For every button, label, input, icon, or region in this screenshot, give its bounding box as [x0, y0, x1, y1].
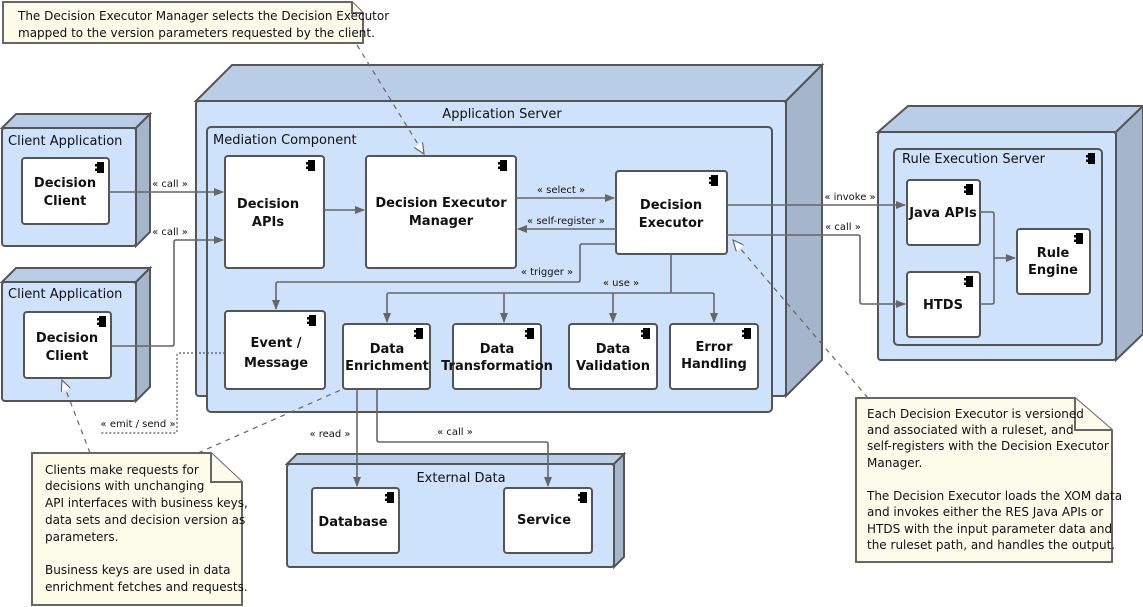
java-apis-label: Java APIs: [908, 206, 977, 221]
rule-execution-server-title: Rule Execution Server: [902, 152, 1046, 167]
note-top: The Decision Executor Manager selects th…: [2, 1, 389, 44]
htds-label: HTDS: [923, 298, 963, 313]
edge-label-use: « use »: [603, 278, 639, 289]
edge-use-error: [671, 292, 718, 323]
client-application-title-2: Client Application: [8, 287, 122, 302]
htds-component[interactable]: HTDS: [906, 271, 981, 338]
note-bottom-left-text: Clients make requests for decisions with…: [45, 463, 252, 594]
edge-label-call-2: « call »: [152, 227, 188, 238]
note-bottom-right: Each Decision Executor is versioned and …: [855, 397, 1126, 563]
service-component[interactable]: Service: [503, 487, 593, 554]
edge-label-invoke: « invoke »: [824, 192, 875, 203]
edge-use-enrichment: [383, 292, 671, 323]
client-application-title-1: Client Application: [8, 134, 122, 149]
edge-label-emit-send: « emit / send »: [101, 419, 176, 430]
note-bottom-left: Clients make requests for decisions with…: [31, 452, 252, 606]
edge-label-call-ext: « call »: [437, 427, 473, 438]
edge-label-read: « read »: [309, 429, 350, 440]
note-anchor-enrichment: [197, 388, 344, 454]
note-top-text: The Decision Executor Manager selects th…: [17, 9, 389, 40]
edge-label-call-res: « call »: [825, 222, 861, 233]
database-label: Database: [318, 515, 387, 530]
edge-trigger: [272, 243, 616, 310]
edge-label-call-1: « call »: [152, 179, 188, 190]
note-anchor-top: [356, 44, 424, 154]
note-anchor-executor: [733, 240, 869, 399]
edge-label-select: « select »: [537, 185, 585, 196]
edge-javaapis-to-engine: [980, 211, 1016, 262]
edge-client2-to-apis: [111, 236, 224, 347]
edge-label-trigger: « trigger »: [521, 267, 573, 278]
mediation-component-title: Mediation Component: [213, 133, 357, 148]
note-anchor-client: [62, 380, 91, 454]
edge-label-self-register: « self-register »: [527, 216, 605, 227]
application-server-title: Application Server: [442, 107, 562, 122]
edge-call-external: [376, 389, 552, 487]
note-bottom-right-text: Each Decision Executor is versioned and …: [866, 407, 1126, 552]
database-component[interactable]: Database: [311, 487, 400, 554]
java-apis-component[interactable]: Java APIs: [906, 179, 981, 246]
event-message-label: Event /Message: [244, 336, 308, 371]
event-message-component[interactable]: Event /Message: [224, 310, 326, 390]
edge-htds-to-engine: [980, 258, 995, 305]
external-data-title: External Data: [416, 471, 505, 486]
edge-call-htds: [727, 234, 906, 308]
service-label: Service: [517, 513, 571, 528]
